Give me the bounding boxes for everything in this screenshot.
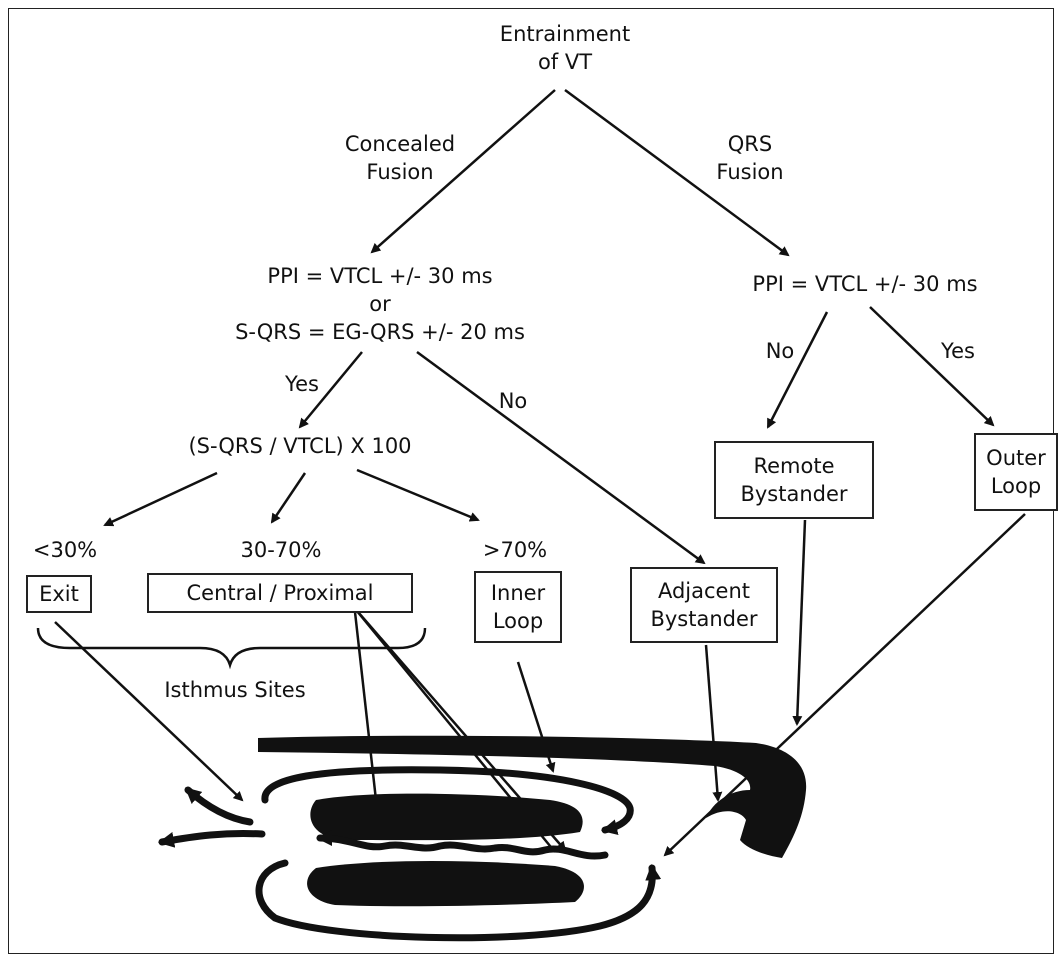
root-label: Entrainment of VT	[470, 20, 660, 76]
arrow-no-to-remote	[766, 311, 829, 429]
branch-concealed-line1: Concealed	[344, 132, 456, 156]
left-criteria: PPI = VTCL +/- 30 ms or S-QRS = EG-QRS +…	[180, 262, 580, 346]
exit-arrow-lower	[158, 829, 266, 848]
scar-lower-channel	[307, 861, 584, 907]
outer-loop-line1: Outer	[986, 446, 1046, 470]
remote-bystander-box: Remote Bystander	[714, 441, 874, 519]
inner-loop-box: Inner Loop	[474, 571, 562, 643]
left-criteria-line2: or	[369, 292, 391, 316]
arrow-adjacent-to-circuit	[704, 644, 723, 802]
arrow-exit-to-circuit	[54, 621, 244, 802]
edge-no-right: No	[765, 339, 795, 363]
edge-no-left: No	[498, 389, 528, 413]
branch-concealed-label: Concealed Fusion	[320, 130, 480, 186]
central-proximal-label: Central / Proximal	[186, 581, 374, 605]
formula-label: (S-QRS / VTCL) X 100	[188, 434, 412, 458]
isthmus-wavy-path	[316, 830, 609, 860]
branch-qrs-label: QRS Fusion	[690, 130, 810, 186]
arrow-to-low	[103, 471, 218, 527]
scar-top	[258, 735, 807, 858]
edge-yes-left: Yes	[285, 372, 319, 396]
threshold-high: >70%	[482, 538, 548, 562]
adjacent-line1: Adjacent	[657, 579, 751, 603]
scar-upper-channel	[310, 793, 583, 841]
central-proximal-box: Central / Proximal	[147, 573, 413, 613]
arrow-no-to-adjacent	[416, 350, 706, 565]
arrow-yes-to-formula	[298, 351, 363, 429]
branch-qrs-line1: QRS	[727, 132, 773, 156]
outer-loop-lower	[255, 859, 662, 942]
right-criteria-line1: PPI = VTCL +/- 30 ms	[752, 272, 978, 296]
arrow-root-to-qrs	[564, 88, 790, 257]
branch-concealed-line2: Fusion	[366, 160, 434, 184]
branch-qrs-line2: Fusion	[716, 160, 784, 184]
left-criteria-line3: S-QRS = EG-QRS +/- 20 ms	[235, 320, 525, 344]
outer-loop-upper	[261, 766, 634, 836]
edge-yes-right: Yes	[941, 339, 975, 363]
root-line2: of VT	[537, 50, 593, 74]
arrow-central-to-circuit-a	[353, 611, 383, 820]
arrow-yes-to-outer	[869, 306, 995, 427]
right-criteria: PPI = VTCL +/- 30 ms	[705, 270, 1025, 298]
threshold-low: <30%	[32, 538, 98, 562]
arrow-root-to-concealed	[370, 89, 556, 254]
outer-loop-line2: Loop	[990, 474, 1042, 498]
arrow-remote-to-circuit	[792, 519, 807, 726]
isthmus-brace	[36, 627, 427, 670]
exit-arrow-upper	[184, 786, 254, 826]
arrow-to-high	[356, 468, 480, 522]
root-line1: Entrainment	[499, 22, 631, 46]
remote-line1: Remote	[753, 454, 835, 478]
remote-line2: Bystander	[740, 482, 848, 506]
exit-box-label: Exit	[39, 582, 79, 606]
threshold-mid: 30-70%	[240, 538, 322, 562]
adjacent-line2: Bystander	[650, 607, 758, 631]
left-criteria-line1: PPI = VTCL +/- 30 ms	[267, 264, 493, 288]
arrow-to-mid	[270, 472, 307, 524]
adjacent-bystander-box: Adjacent Bystander	[630, 567, 778, 643]
inner-loop-line2: Loop	[492, 609, 544, 633]
outer-loop-box: Outer Loop	[974, 433, 1058, 511]
isthmus-sites-label: Isthmus Sites	[164, 678, 306, 702]
exit-box: Exit	[26, 575, 92, 613]
inner-loop-line1: Inner	[490, 581, 546, 605]
